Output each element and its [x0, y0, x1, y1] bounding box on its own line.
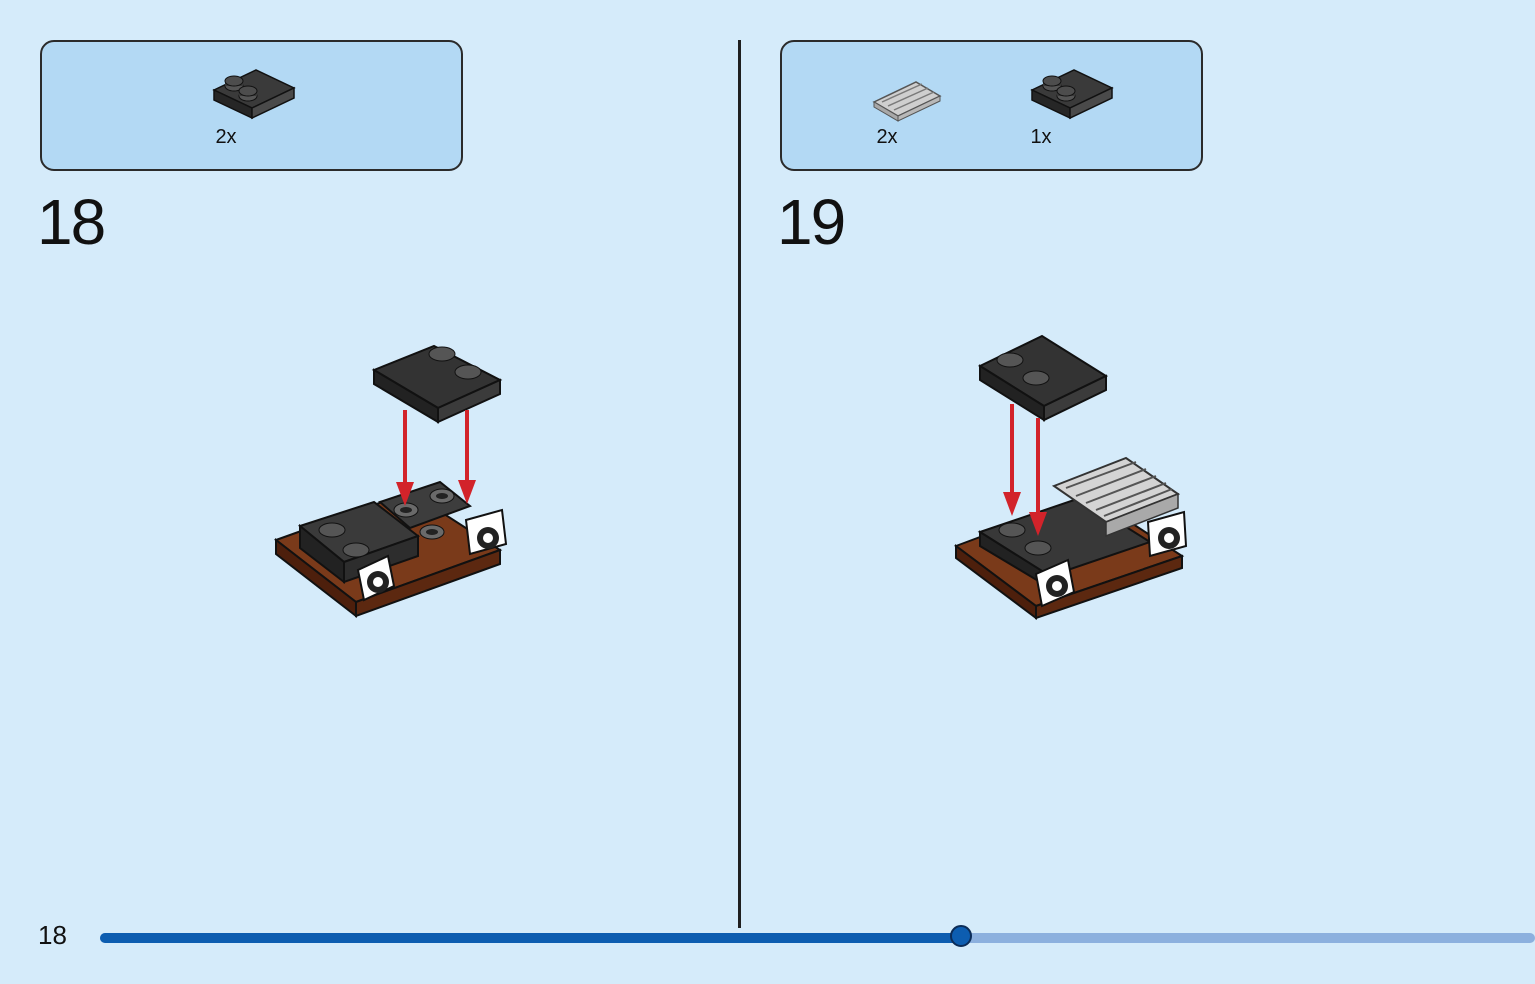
dark-plate-icon — [1030, 69, 1114, 120]
step-number-19: 19 — [777, 186, 846, 258]
dark-plate-icon — [212, 69, 296, 120]
step-18-build-illustration — [273, 344, 508, 619]
step-19-build-illustration — [953, 334, 1188, 620]
part-count: 2x — [215, 126, 237, 148]
progress-knob[interactable] — [950, 925, 972, 947]
part-count: 1x — [1030, 126, 1052, 148]
grille-tiles — [1051, 456, 1181, 538]
step-divider — [738, 40, 741, 928]
part-count: 2x — [876, 126, 898, 148]
progress-fill — [100, 933, 961, 943]
step-number-18: 18 — [37, 186, 106, 258]
page-number: 18 — [38, 920, 67, 950]
parts-callout-step-18: 2x — [40, 40, 463, 171]
parts-callout-step-19: 2x 1x — [780, 40, 1203, 171]
progress-bar — [100, 925, 1535, 947]
grille-tile-icon — [872, 81, 942, 122]
